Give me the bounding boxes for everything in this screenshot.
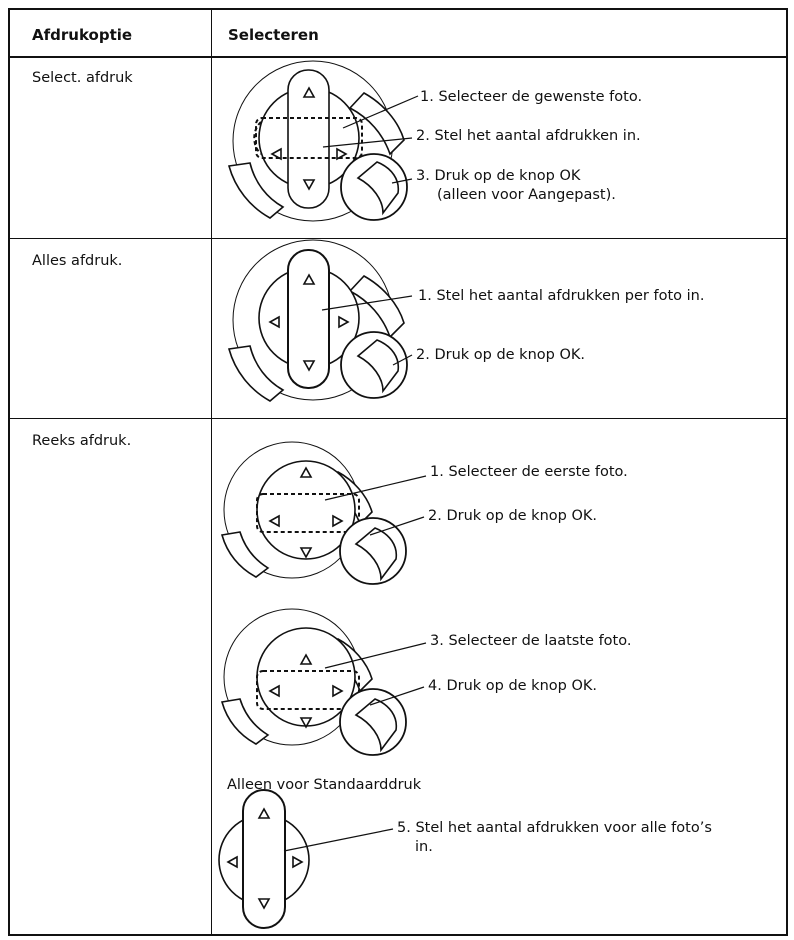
row-divider-1 xyxy=(10,238,786,239)
step-text: 2. Druk op de knop OK. xyxy=(416,347,585,363)
step-text: 2. Druk op de knop OK. xyxy=(428,508,597,524)
print-options-table: Afdrukoptie Selecteren Select. afdruk Al… xyxy=(8,8,788,936)
vertical-key-bar xyxy=(287,69,330,209)
step-text: 1. Selecteer de gewenste foto. xyxy=(420,89,643,105)
step-text: 3. Selecteer de laatste foto. xyxy=(430,633,632,649)
header-divider xyxy=(10,56,786,58)
side-button-upper-icon xyxy=(348,91,405,156)
row-label-select-print: Select. afdruk xyxy=(32,70,133,86)
step-text: 1. Selecteer de eerste foto. xyxy=(430,464,628,480)
header-print-option: Afdrukoptie xyxy=(32,26,133,44)
ok-button-icon xyxy=(356,339,400,394)
step-text: (alleen voor Aangepast). xyxy=(437,187,616,203)
column-divider xyxy=(211,10,212,934)
step-text: 1. Stel het aantal afdrukken per foto in… xyxy=(418,288,705,304)
header-select: Selecteren xyxy=(228,26,319,44)
control-panel-diagram-3c xyxy=(218,789,394,929)
step-text: 2. Stel het aantal afdrukken in. xyxy=(416,128,641,144)
control-panel-diagram-3a xyxy=(220,441,427,585)
side-button-left-icon xyxy=(227,162,285,219)
row-label-all-print: Alles afdruk. xyxy=(32,253,123,269)
ok-button-icon xyxy=(354,698,398,753)
step-text: 3. Druk op de knop OK xyxy=(416,168,581,184)
step-text: 4. Druk op de knop OK. xyxy=(428,678,597,694)
ok-button-icon xyxy=(356,161,400,216)
row-divider-2 xyxy=(10,418,786,419)
control-panel-diagram-2 xyxy=(227,239,413,402)
ok-button-icon xyxy=(354,527,398,582)
control-panel-diagram-1 xyxy=(227,60,419,222)
step-text: in. xyxy=(415,839,433,855)
subnote-standard-print: Alleen voor Standaarddruk xyxy=(227,777,422,793)
step-text: 5. Stel het aantal afdrukken voor alle f… xyxy=(397,820,712,836)
control-panel-diagram-3b xyxy=(220,608,427,756)
row-label-range-print: Reeks afdruk. xyxy=(32,433,132,449)
